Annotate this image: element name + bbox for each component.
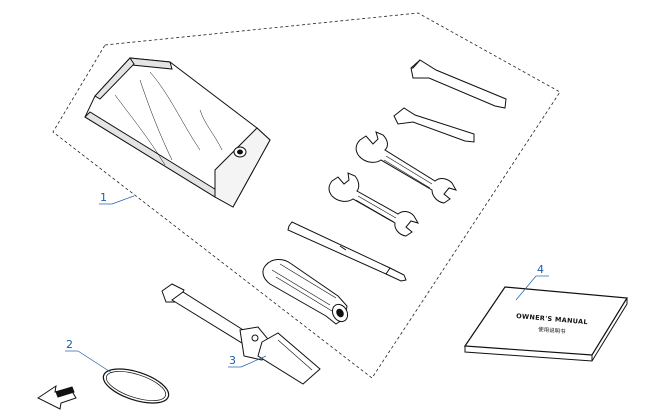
- screwdriver-bit: [287, 221, 407, 282]
- callout-1: 1: [99, 191, 135, 205]
- rubber-band-inner: [105, 371, 167, 401]
- hex-key-large: [410, 59, 507, 109]
- direction-arrow-icon: [37, 384, 77, 410]
- callout-1-label: 1: [100, 191, 107, 204]
- hex-key-small: [393, 107, 475, 143]
- callout-2: 2: [65, 338, 113, 374]
- callout-3: 3: [228, 354, 267, 368]
- rubber-band: [102, 368, 170, 404]
- owners-manual: OWNER'S MANUAL 使用说明书: [463, 286, 629, 362]
- screwdriver-handle: [262, 259, 349, 325]
- spark-plug-wrench: [161, 283, 321, 385]
- manual-subtitle-text: 使用说明书: [538, 325, 567, 335]
- kit-boundary: [52, 12, 561, 379]
- wrench-lower: [328, 172, 420, 237]
- tool-pouch: [84, 57, 271, 208]
- callout-2-label: 2: [66, 338, 73, 351]
- callout-4: 4: [515, 263, 549, 301]
- callout-3-label: 3: [229, 354, 236, 367]
- wrench-upper: [355, 131, 458, 204]
- callout-4-label: 4: [537, 263, 544, 276]
